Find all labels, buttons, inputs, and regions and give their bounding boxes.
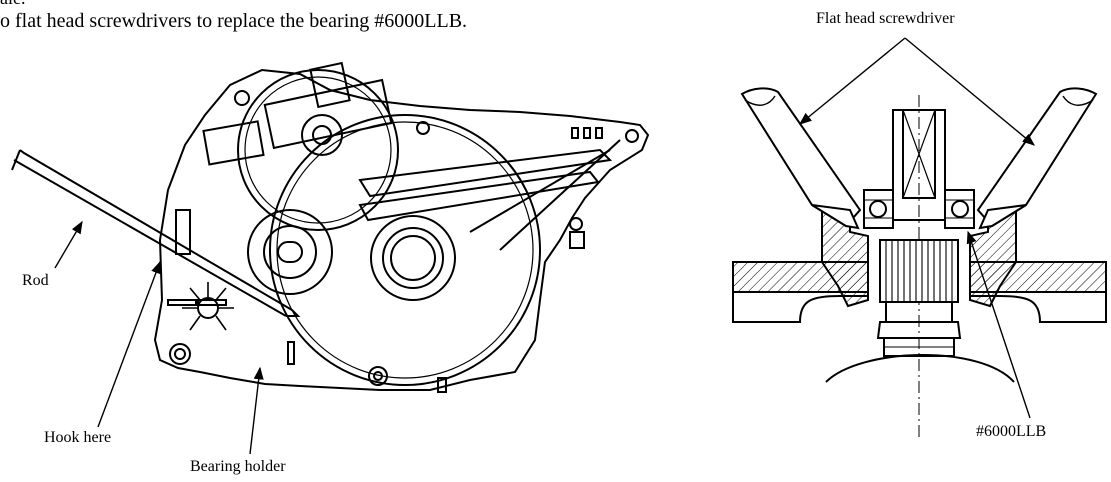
bearing-holder-arrow [249,366,264,455]
flat-head-screwdrivers [740,87,1098,230]
label-bearing-holder: Bearing holder [190,458,286,475]
instruction-text: o flat head screwdrivers to replace the … [0,10,468,32]
bearing-cross-section [732,95,1107,440]
right-leaders [799,37,1035,419]
label-flat-head-screwdriver: Flat head screwdriver [816,10,955,27]
gearbox-housing [153,61,650,393]
top-text-fragment: ale. [0,0,25,9]
bearing-arrow [966,230,1031,419]
rod-arrow [54,220,83,269]
left-leaders [54,220,264,455]
label-hook-here: Hook here [44,429,112,446]
hook-arrow [97,260,161,428]
rod [11,149,301,317]
label-bearing-number: #6000LLB [976,423,1047,440]
screwdriver-arrow-left [799,37,906,125]
label-rod: Rod [22,272,49,289]
screwdriver-arrow-right [904,37,1035,146]
